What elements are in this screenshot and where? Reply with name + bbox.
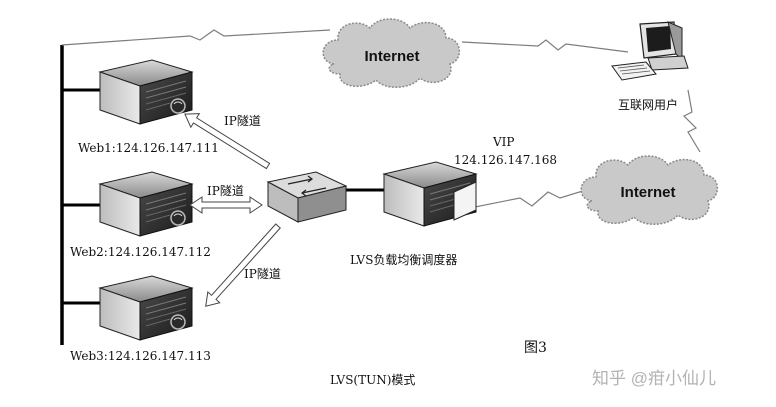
wan-link-lb-internet <box>459 189 587 211</box>
watermark: 知乎 @疳小仙儿 <box>592 369 716 388</box>
server-icon <box>99 275 193 341</box>
internet-top-label: Internet <box>364 48 419 65</box>
web3-label: Web3:124.126.147.113 <box>70 349 211 363</box>
wan-link-client-internet <box>682 89 701 153</box>
switch-icon <box>266 171 348 223</box>
web3-server <box>99 275 193 341</box>
tunnel-arrow-top <box>184 113 271 170</box>
web1-server <box>99 59 193 125</box>
web2-label: Web2:124.126.147.112 <box>70 245 211 259</box>
server-icon <box>99 59 193 125</box>
vip-title: VIP <box>492 135 514 149</box>
internet-right-label: Internet <box>620 184 675 201</box>
internet-cloud-right: Internet <box>580 155 719 226</box>
tunnel-bottom-label: IP隧道 <box>244 266 281 281</box>
wan-link-internet-client <box>461 39 629 53</box>
figure-caption: LVS(TUN)模式 <box>330 373 415 387</box>
server-icon <box>99 171 193 237</box>
web2-server <box>99 171 193 237</box>
vip-address: 124.126.147.168 <box>454 153 557 167</box>
figure-number: 图3 <box>524 340 547 356</box>
tunnel-top-label: IP隧道 <box>224 113 261 128</box>
lb-label: LVS负载均衡调度器 <box>350 252 457 267</box>
tunnel-arrow-mid <box>189 196 263 214</box>
client-label: 互联网用户 <box>618 97 678 112</box>
desktop-computer-icon <box>611 21 689 81</box>
wan-link-bus-internet <box>61 29 331 46</box>
tunnel-arrow-bottom <box>205 223 281 307</box>
web1-label: Web1:124.126.147.111 <box>78 141 219 155</box>
internet-cloud-top: Internet <box>322 18 461 89</box>
tunnel-mid-label: IP隧道 <box>207 183 244 198</box>
lb-server <box>383 161 477 227</box>
